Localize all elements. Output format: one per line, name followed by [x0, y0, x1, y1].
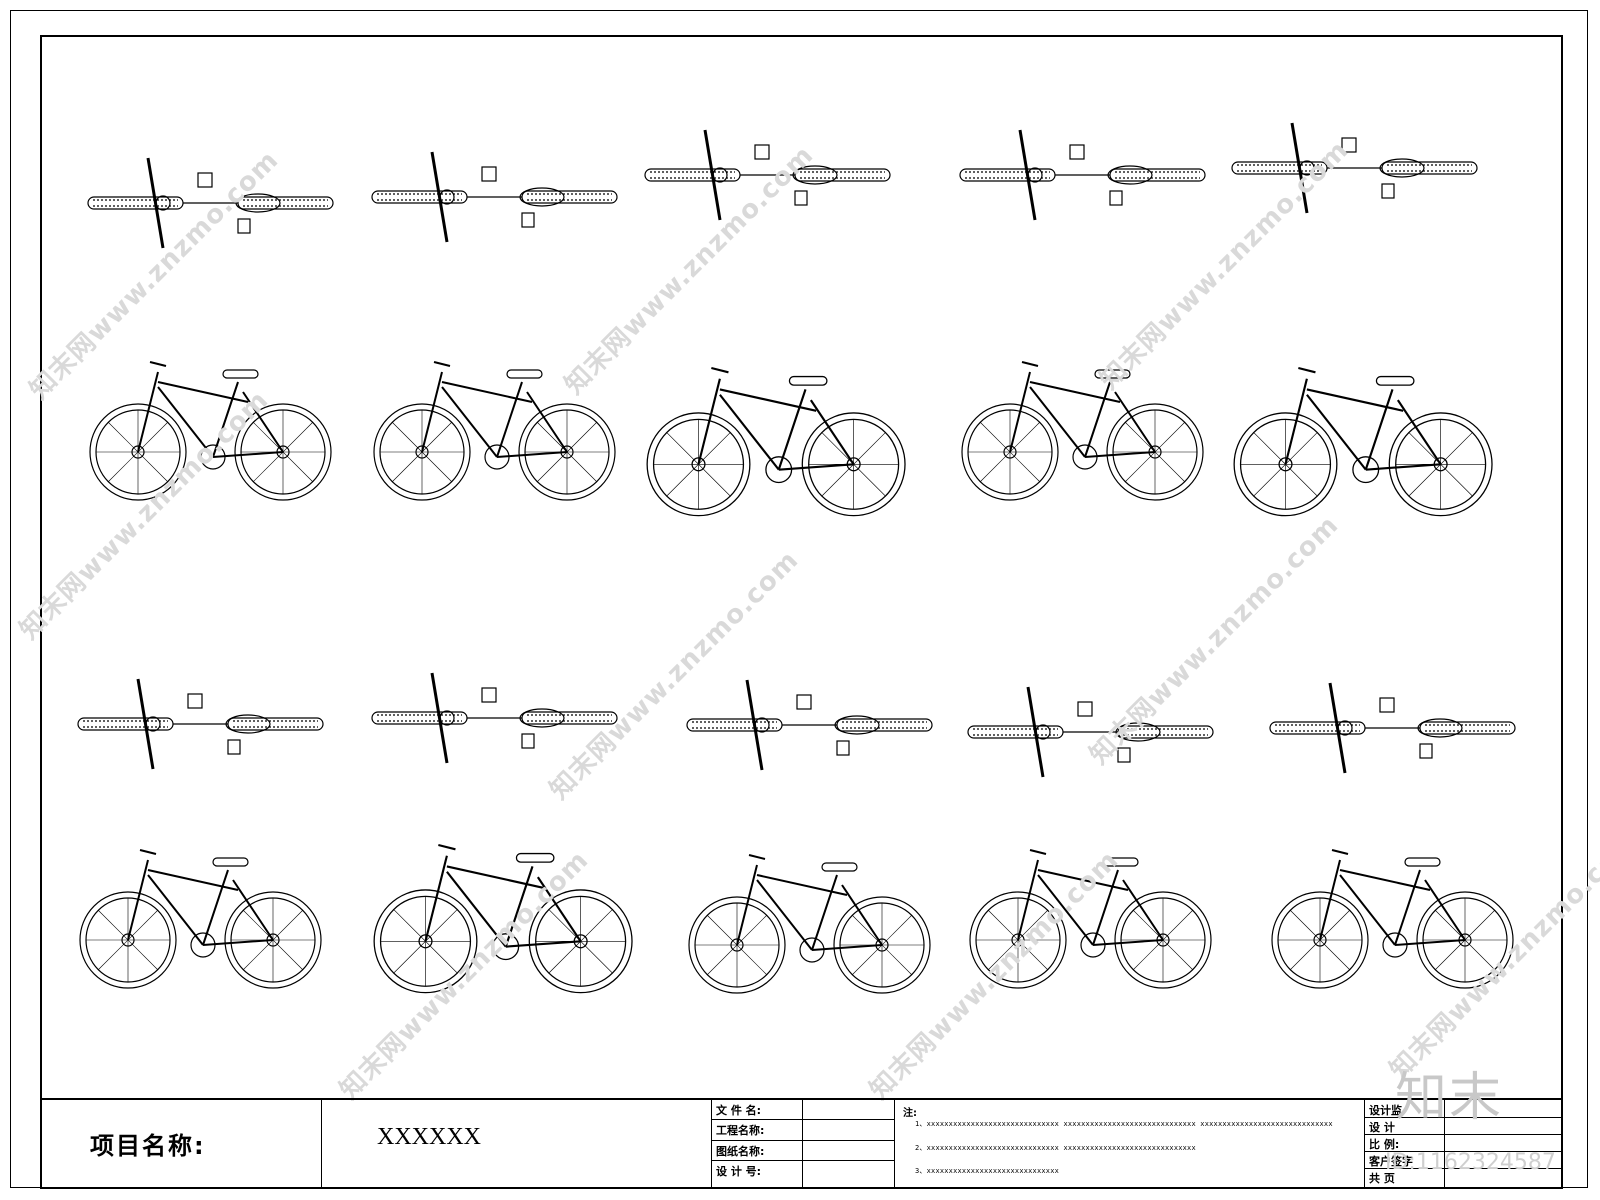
note-3: 3、xxxxxxxxxxxxxxxxxxxxxxxxxxxxxx — [915, 1167, 1060, 1175]
brand-watermark: 知末 — [1395, 1068, 1504, 1128]
project-title-label: 工程名称: — [716, 1124, 765, 1137]
scale-label: 比 例: — [1369, 1138, 1400, 1151]
note-1: 1、xxxxxxxxxxxxxxxxxxxxxxxxxxxxxx xxxxxxx… — [915, 1120, 1333, 1128]
file-info-values-cell — [803, 1100, 895, 1188]
client-signature-label: 客户签字 — [1369, 1155, 1413, 1168]
total-pages-label: 共 页 — [1369, 1172, 1395, 1185]
notes-cell: 注: 1、xxxxxxxxxxxxxxxxxxxxxxxxxxxxxx xxxx… — [895, 1100, 1365, 1188]
file-info-cell: 文 件 名: 工程名称: 图纸名称: 设 计 号: — [712, 1100, 803, 1188]
drawing-name-label: 图纸名称: — [716, 1145, 765, 1158]
image-id-watermark: ID:1162324587 — [1385, 1150, 1556, 1175]
designer-label: 设 计 — [1369, 1121, 1395, 1134]
project-name-value: XXXXXX — [377, 1124, 481, 1150]
design-supervisor-label: 设计监 — [1369, 1104, 1402, 1117]
project-value-cell: XXXXXX — [322, 1100, 712, 1188]
project-name-cell: 项目名称: — [40, 1100, 322, 1188]
title-block: 项目名称: XXXXXX 文 件 名: 工程名称: 图纸名称: 设 计 号: 注… — [40, 1098, 1563, 1188]
right-info-cell: 设计监 设 计 比 例: 客户签字 共 页 — [1365, 1100, 1445, 1188]
project-name-label: 项目名称: — [90, 1132, 206, 1160]
right-values-cell — [1445, 1100, 1561, 1188]
note-2: 2、xxxxxxxxxxxxxxxxxxxxxxxxxxxxxx xxxxxxx… — [915, 1144, 1196, 1152]
notes-title: 注: — [903, 1108, 917, 1119]
drawing-frame — [40, 35, 1563, 1189]
file-name-label: 文 件 名: — [716, 1104, 762, 1117]
design-number-label: 设 计 号: — [716, 1165, 762, 1178]
